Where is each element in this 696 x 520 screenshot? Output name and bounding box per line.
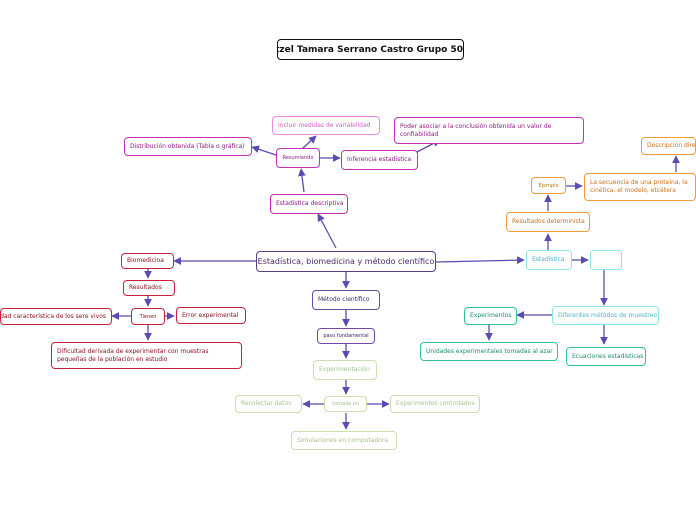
- edge-resumiendo-medidas: [301, 135, 317, 150]
- error-node[interactable]: Error experimental: [176, 307, 246, 324]
- metodo-node[interactable]: Método científico: [312, 290, 380, 310]
- recolectar-node[interactable]: Recolectar datos: [235, 395, 302, 413]
- secuencia-node[interactable]: La secuencia de una proteína, la cinétic…: [584, 173, 696, 201]
- simulaciones-node[interactable]: Simulaciones en computadora: [291, 431, 397, 450]
- dificultad-node[interactable]: Dificultad derivada de experimentar con …: [51, 342, 242, 369]
- edge-resumiendo-distribucion: [251, 145, 277, 156]
- resultados-node[interactable]: Resultados: [123, 280, 175, 296]
- edge-central-descriptiva: [317, 213, 337, 249]
- diferentes-node[interactable]: Diferentes métodos de muestreo: [552, 306, 659, 325]
- inferencia-node[interactable]: Inferencia estadística: [341, 150, 418, 170]
- biomedicina-node[interactable]: Biomedicina: [121, 253, 174, 269]
- descriptiva-node[interactable]: Estadística descriptiva: [270, 194, 348, 214]
- descripcion-node[interactable]: Descripción directa: [641, 137, 696, 155]
- resultados-determinista-node[interactable]: Resultados determinista: [506, 212, 590, 232]
- edge-central-estadistica: [435, 256, 525, 265]
- ecuaciones-node[interactable]: Ecuaciones estadísticas: [566, 347, 646, 366]
- conclusion-node[interactable]: Poder asociar a la conclusión obtenida u…: [394, 117, 584, 144]
- distribucion-node[interactable]: Distribución obtenida (Tabla o gráfica): [124, 137, 252, 156]
- experimentacion-node[interactable]: Experimentación: [313, 360, 377, 380]
- tomada-node[interactable]: tomada en: [324, 396, 367, 412]
- experimentos-node[interactable]: Experimentos: [464, 307, 517, 325]
- edge-descriptiva-resumiendo: [298, 168, 306, 193]
- tienen-node[interactable]: Tienen: [131, 308, 165, 325]
- blank-node[interactable]: [590, 250, 622, 270]
- medidas-node[interactable]: Incluir medidas de variabilidad: [272, 116, 380, 135]
- central-topic[interactable]: Estadística, biomedicina y método cientí…: [256, 251, 436, 272]
- map-title: Itzel Tamara Serrano Castro Grupo 504: [277, 39, 464, 60]
- ejemplo-node[interactable]: Ejemplo: [531, 177, 566, 194]
- estadistica-node[interactable]: Estadística: [526, 250, 572, 270]
- resumiendo-node[interactable]: Resumiendo: [276, 148, 320, 168]
- controlados-node[interactable]: Experimentos controlados: [390, 395, 480, 413]
- unidades-node[interactable]: Unidades experimentales tomadas al azar: [420, 342, 558, 361]
- variabilidad-node[interactable]: Variabilidad característica de los sere …: [0, 308, 112, 325]
- paso-node[interactable]: paso fundamental: [317, 328, 375, 344]
